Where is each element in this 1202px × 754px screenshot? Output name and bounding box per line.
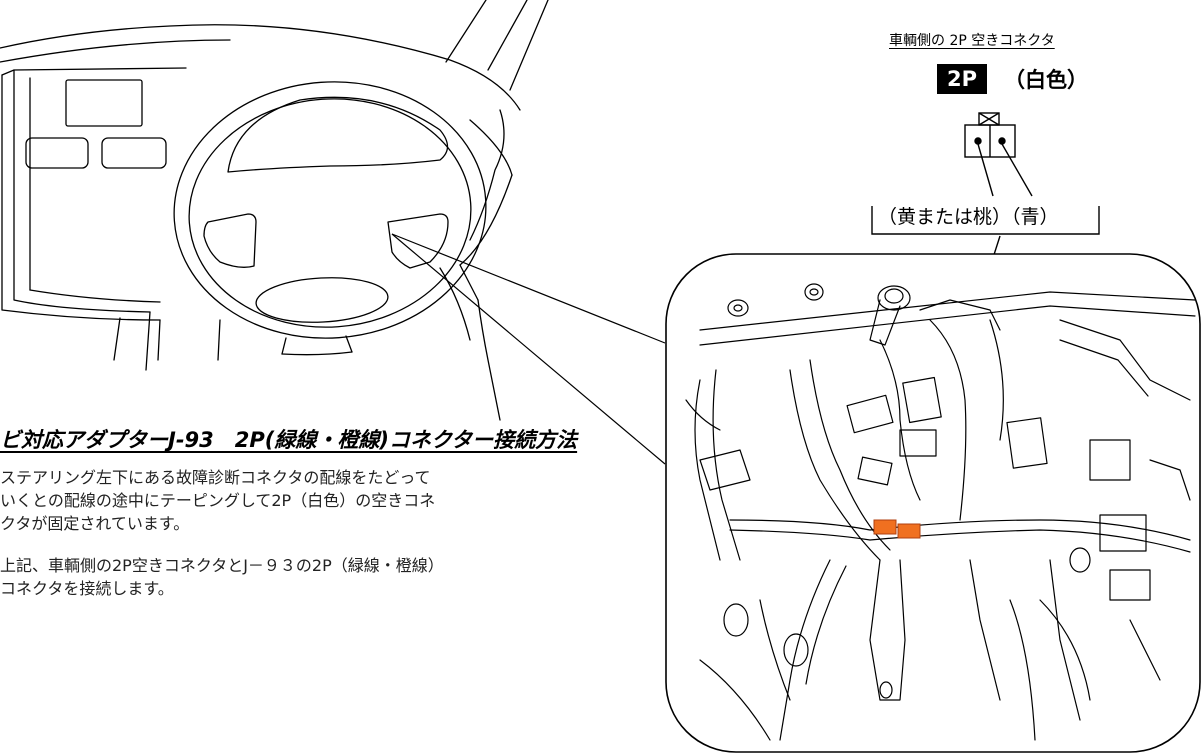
instruction-paragraph-1: ステアリング左下にある故障診断コネクタの配線をたどって いくとの配線の途中にテー… [0, 466, 435, 535]
detail-panel [665, 253, 1201, 753]
connector-color-label: （白色） [1004, 68, 1088, 92]
paragraph-1-line-3: クタが固定されています。 [0, 514, 190, 533]
pin-color-labels: （黄または桃）（青） [878, 206, 1059, 228]
paragraph-1-line-2: いくとの配線の途中にテーピングして2P（白色）の空きコネ [0, 491, 436, 510]
instruction-paragraph-2: 上記、車輌側の2P空きコネクタとJ－９３の2P（緑線・橙線） コネクタを接続しま… [0, 554, 444, 600]
connector-badge: 2P [937, 64, 988, 94]
callout-lines [391, 233, 666, 465]
paragraph-2-line-1: 上記、車輌側の2P空きコネクタとJ－９３の2P（緑線・橙線） [0, 556, 444, 575]
connector-title: 車輌側の 2P 空きコネクタ [889, 33, 1055, 49]
highlighted-2p-connector [873, 519, 921, 539]
paragraph-1-line-1: ステアリング左下にある故障診断コネクタの配線をたどって [0, 468, 431, 487]
paragraph-2-line-2: コネクタを接続します。 [0, 579, 174, 598]
dashboard-illustration [0, 0, 549, 421]
instruction-heading: ビ対応アダプターJ-93 2P(緑線・橙線)コネクター接続方法 [0, 428, 578, 452]
